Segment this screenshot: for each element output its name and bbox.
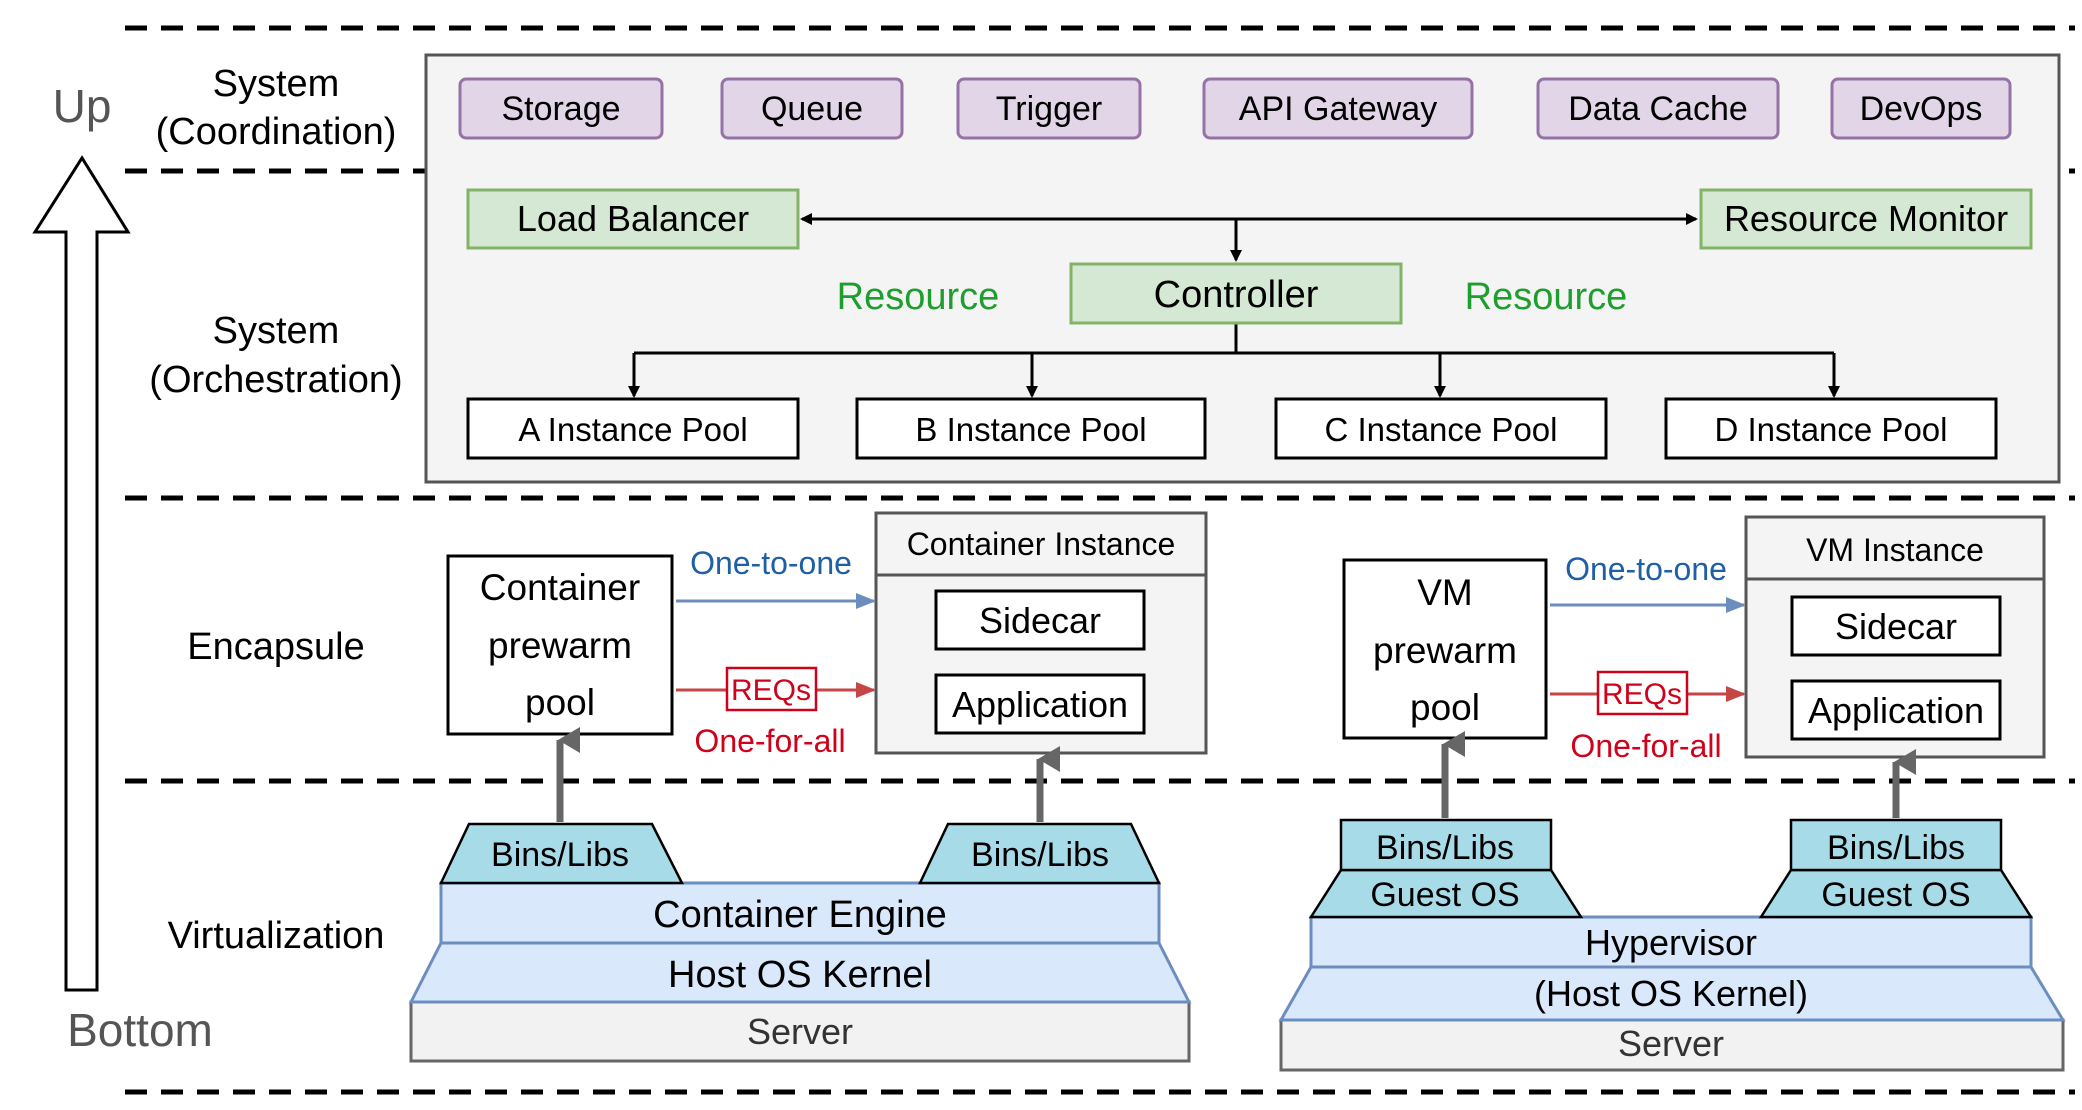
- instance-pools: A Instance Pool B Instance Pool C Instan…: [466, 397, 1998, 460]
- pool-d-label: D Instance Pool: [1715, 411, 1948, 448]
- layer-labels: System (Coordination) System (Orchestrat…: [149, 63, 402, 957]
- vm-virtualization-stack: Server (Host OS Kernel) Hypervisor Guest…: [1278, 731, 2066, 1072]
- vm-prewarm-pool: VM prewarm pool: [1342, 558, 1548, 740]
- vm-one-to-one-label: One-to-one: [1565, 551, 1727, 587]
- service-api-gateway-label: API Gateway: [1239, 90, 1437, 128]
- container-encapsule: Container prewarm pool Container Instanc…: [446, 511, 1208, 759]
- container-instance-title: Container Instance: [907, 526, 1176, 562]
- container-engine: Container Engine: [439, 881, 1161, 945]
- coordination-label-line1: System: [213, 63, 340, 105]
- vm-guest-os-left-label: Guest OS: [1370, 876, 1519, 914]
- orchestration-layer: Load Balancer Resource Monitor Controlle…: [466, 188, 2033, 460]
- vm-prewarm-line2: prewarm: [1373, 630, 1517, 671]
- vm-host-kernel-label: (Host OS Kernel): [1534, 973, 1808, 1014]
- pool-b: B Instance Pool: [855, 397, 1207, 460]
- pool-a: A Instance Pool: [466, 397, 800, 460]
- container-engine-label: Container Engine: [653, 894, 947, 936]
- resource-right-label: Resource: [1465, 276, 1628, 318]
- container-server: Server: [409, 1000, 1191, 1063]
- container-reqs-label: REQs: [731, 674, 811, 707]
- vm-reqs-label: REQs: [1602, 678, 1682, 711]
- vm-prewarm-line1: VM: [1417, 572, 1473, 613]
- vm-guest-os-right: Guest OS: [1758, 868, 2034, 919]
- vm-sidecar-label: Sidecar: [1835, 606, 1957, 647]
- pool-a-label: A Instance Pool: [518, 411, 747, 448]
- container-reqs-box: [725, 666, 818, 712]
- coordination-services: Storage Queue Trigger API Gateway Data C…: [458, 77, 2012, 140]
- container-prewarm-line2: prewarm: [488, 625, 632, 666]
- vm-bins-libs-left-label: Bins/Libs: [1376, 829, 1514, 867]
- virtualization-label: Virtualization: [168, 915, 385, 957]
- service-devops: DevOps: [1830, 77, 2012, 140]
- resource-monitor-label: Resource Monitor: [1724, 198, 2008, 239]
- axis-up-label: Up: [53, 80, 112, 132]
- vm-application-label: Application: [1808, 690, 1984, 731]
- vm-sidecar-box: [1790, 595, 2002, 657]
- orchestration-label-line2: (Orchestration): [149, 359, 402, 401]
- container-one-to-one-label: One-to-one: [690, 545, 852, 581]
- container-host-kernel: Host OS Kernel: [408, 941, 1192, 1004]
- container-prewarm-pool: Container prewarm pool: [446, 554, 674, 736]
- pool-c: C Instance Pool: [1274, 397, 1608, 460]
- pool-b-label: B Instance Pool: [915, 411, 1146, 448]
- vertical-axis: Up Bottom: [32, 80, 213, 1056]
- container-sidecar-label: Sidecar: [979, 600, 1101, 641]
- service-devops-label: DevOps: [1860, 90, 1983, 128]
- vm-encapsule: VM prewarm pool VM Instance Sidecar Appl…: [1342, 515, 2046, 764]
- vm-bins-libs-right: Bins/Libs: [1789, 818, 2003, 872]
- container-prewarm-line1: Container: [480, 567, 640, 608]
- container-virtualization-stack: Server Host OS Kernel Container Engine B…: [408, 727, 1192, 1063]
- container-one-for-all-label: One-for-all: [694, 723, 845, 759]
- vm-guest-os-left: Guest OS: [1308, 868, 1584, 919]
- container-bins-libs-left: Bins/Libs: [439, 822, 685, 885]
- vm-prewarm-line3: pool: [1410, 687, 1480, 728]
- container-application-label: Application: [952, 684, 1128, 725]
- service-queue: Queue: [720, 77, 904, 140]
- vm-instance: VM Instance Sidecar Application: [1744, 515, 2046, 759]
- vm-application-box: [1790, 679, 2002, 741]
- service-storage-label: Storage: [501, 90, 620, 128]
- vm-guest-os-right-label: Guest OS: [1821, 876, 1970, 914]
- service-storage: Storage: [458, 77, 664, 140]
- resource-left-label: Resource: [837, 276, 1000, 318]
- service-data-cache: Data Cache: [1536, 77, 1780, 140]
- pool-c-label: C Instance Pool: [1325, 411, 1558, 448]
- resource-monitor: Resource Monitor: [1699, 188, 2033, 250]
- load-balancer: Load Balancer: [466, 188, 800, 250]
- vm-host-kernel: (Host OS Kernel): [1278, 965, 2066, 1022]
- controller: Controller: [1069, 262, 1403, 325]
- container-application-box: [934, 673, 1146, 735]
- vm-bins-libs-right-label: Bins/Libs: [1827, 829, 1965, 867]
- container-sidecar-box: [934, 589, 1146, 651]
- vm-hypervisor-label: Hypervisor: [1585, 922, 1757, 963]
- encapsule-label: Encapsule: [187, 626, 364, 668]
- vm-one-for-all-label: One-for-all: [1570, 728, 1721, 764]
- container-bins-libs-right: Bins/Libs: [918, 822, 1161, 885]
- controller-label: Controller: [1154, 274, 1319, 316]
- up-arrow-icon: [32, 155, 131, 992]
- vm-hypervisor: Hypervisor: [1309, 915, 2033, 969]
- orchestration-label-line1: System: [213, 310, 340, 352]
- container-bins-libs-right-label: Bins/Libs: [971, 836, 1109, 874]
- vm-server-label: Server: [1618, 1023, 1724, 1064]
- vm-reqs-box: [1596, 670, 1689, 716]
- axis-bottom-label: Bottom: [67, 1004, 213, 1056]
- container-instance: Container Instance Sidecar Application: [874, 511, 1208, 755]
- service-api-gateway: API Gateway: [1202, 77, 1474, 140]
- vm-server: Server: [1279, 1018, 2065, 1072]
- service-trigger-label: Trigger: [996, 90, 1102, 128]
- vm-bins-libs-left: Bins/Libs: [1339, 818, 1553, 872]
- service-queue-label: Queue: [761, 90, 863, 128]
- container-bins-libs-left-label: Bins/Libs: [491, 836, 629, 874]
- pool-d: D Instance Pool: [1664, 397, 1998, 460]
- service-trigger: Trigger: [956, 77, 1142, 140]
- container-server-label: Server: [747, 1011, 853, 1052]
- service-data-cache-label: Data Cache: [1568, 90, 1748, 128]
- vm-instance-title: VM Instance: [1806, 532, 1984, 568]
- coordination-label-line2: (Coordination): [156, 111, 397, 153]
- container-prewarm-line3: pool: [525, 682, 595, 723]
- load-balancer-label: Load Balancer: [517, 198, 749, 239]
- container-host-kernel-label: Host OS Kernel: [668, 954, 932, 996]
